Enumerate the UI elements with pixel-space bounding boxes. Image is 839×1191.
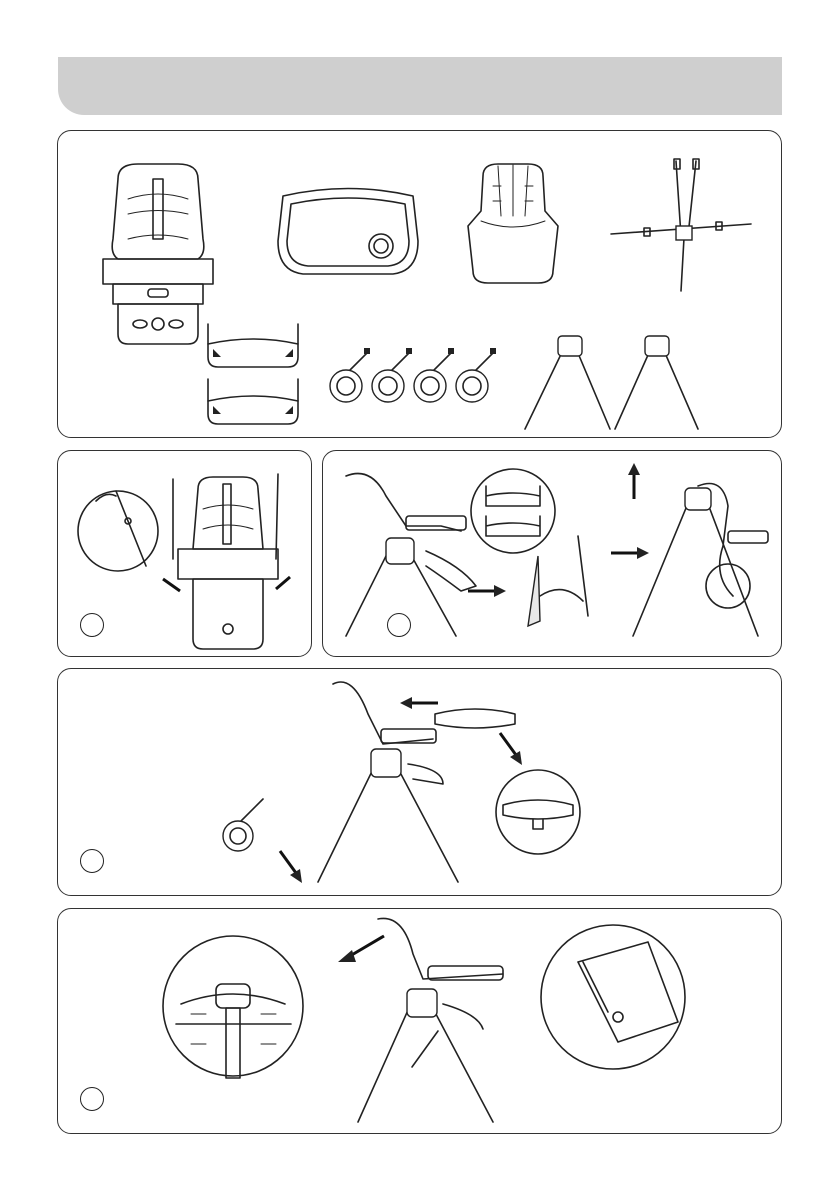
- step-2-panel: [322, 450, 782, 657]
- tray-piece-icon: [430, 704, 520, 734]
- tray-icon: [273, 186, 423, 281]
- step-number-2: [387, 613, 411, 637]
- harness-buckle-detail-icon: [161, 934, 306, 1079]
- parts-panel: [57, 130, 782, 438]
- legs-icon: [520, 331, 720, 436]
- arrow-up-left-icon: [336, 934, 386, 964]
- pointer-line-icon: [410, 1029, 440, 1069]
- caster-wheels-icon: [328, 344, 503, 409]
- seat-cover-icon: [463, 161, 563, 289]
- harness-icon: [606, 156, 756, 296]
- harness-attach-detail: [76, 471, 166, 581]
- seat-with-harness-icon: [158, 469, 293, 654]
- seat-pad-icon: [98, 159, 218, 349]
- step-3-panel: [57, 668, 782, 896]
- tray-detail-icon: [493, 767, 583, 857]
- footrest-install-icon: [518, 526, 613, 636]
- step-number-4: [80, 1087, 104, 1111]
- arrow-down-right-icon-2: [278, 849, 308, 885]
- chair-side-view-icon: [331, 466, 491, 646]
- step-1-panel: [57, 450, 312, 657]
- arrow-right-icon: [468, 583, 508, 599]
- lock-detail-icon: [538, 922, 688, 1072]
- header-bar: [58, 57, 782, 115]
- footrest-icon: [203, 319, 308, 434]
- step-number-1: [80, 613, 104, 637]
- caster-wheel-icon: [218, 794, 278, 854]
- step-number-3: [80, 849, 104, 873]
- chair-folded-icon: [613, 466, 773, 646]
- step-4-panel: [57, 908, 782, 1134]
- arrow-down-right-icon: [498, 731, 528, 767]
